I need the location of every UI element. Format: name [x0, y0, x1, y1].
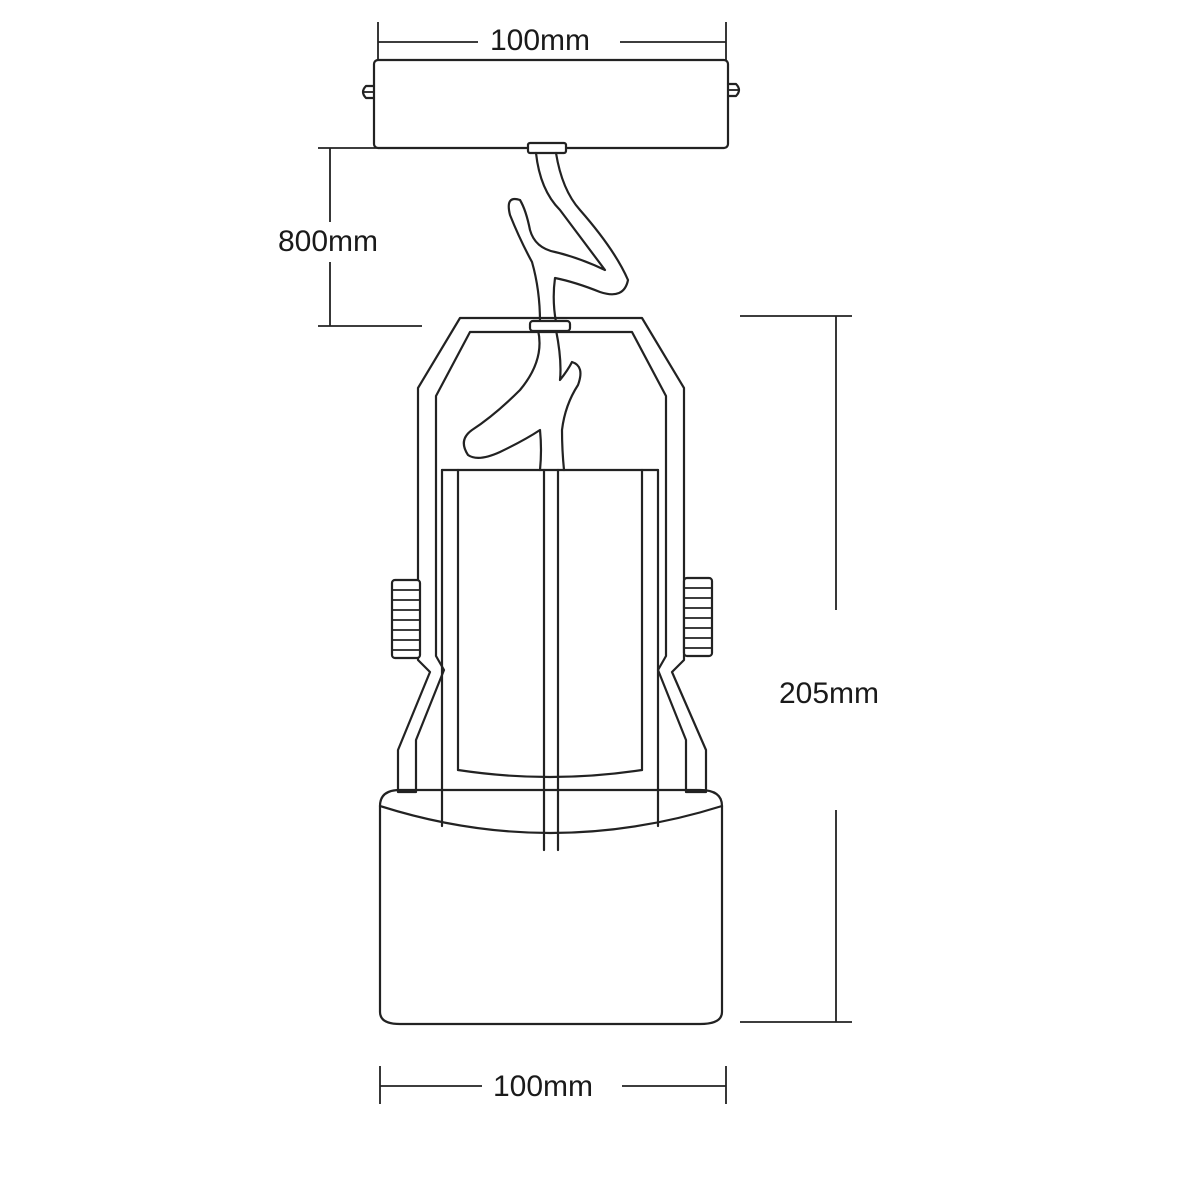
canopy-width-label: 100mm — [490, 24, 591, 57]
bottom-width-dimension — [379, 1066, 727, 1104]
left-adjust-knob — [390, 578, 422, 660]
mounting-bracket — [396, 316, 708, 794]
cable-length-label: 800mm — [278, 225, 379, 258]
right-adjust-knob — [682, 576, 714, 658]
total-height-label: 205mm — [779, 677, 880, 710]
lamp-body — [440, 468, 660, 852]
top-width-dimension — [377, 22, 727, 62]
cable — [462, 141, 630, 472]
shade-diameter-label: 100mm — [493, 1070, 594, 1103]
ceiling-canopy — [361, 58, 741, 150]
height-dimension — [740, 315, 852, 1023]
cable-length-dimension — [318, 147, 422, 327]
cylinder-shade — [378, 788, 724, 1026]
